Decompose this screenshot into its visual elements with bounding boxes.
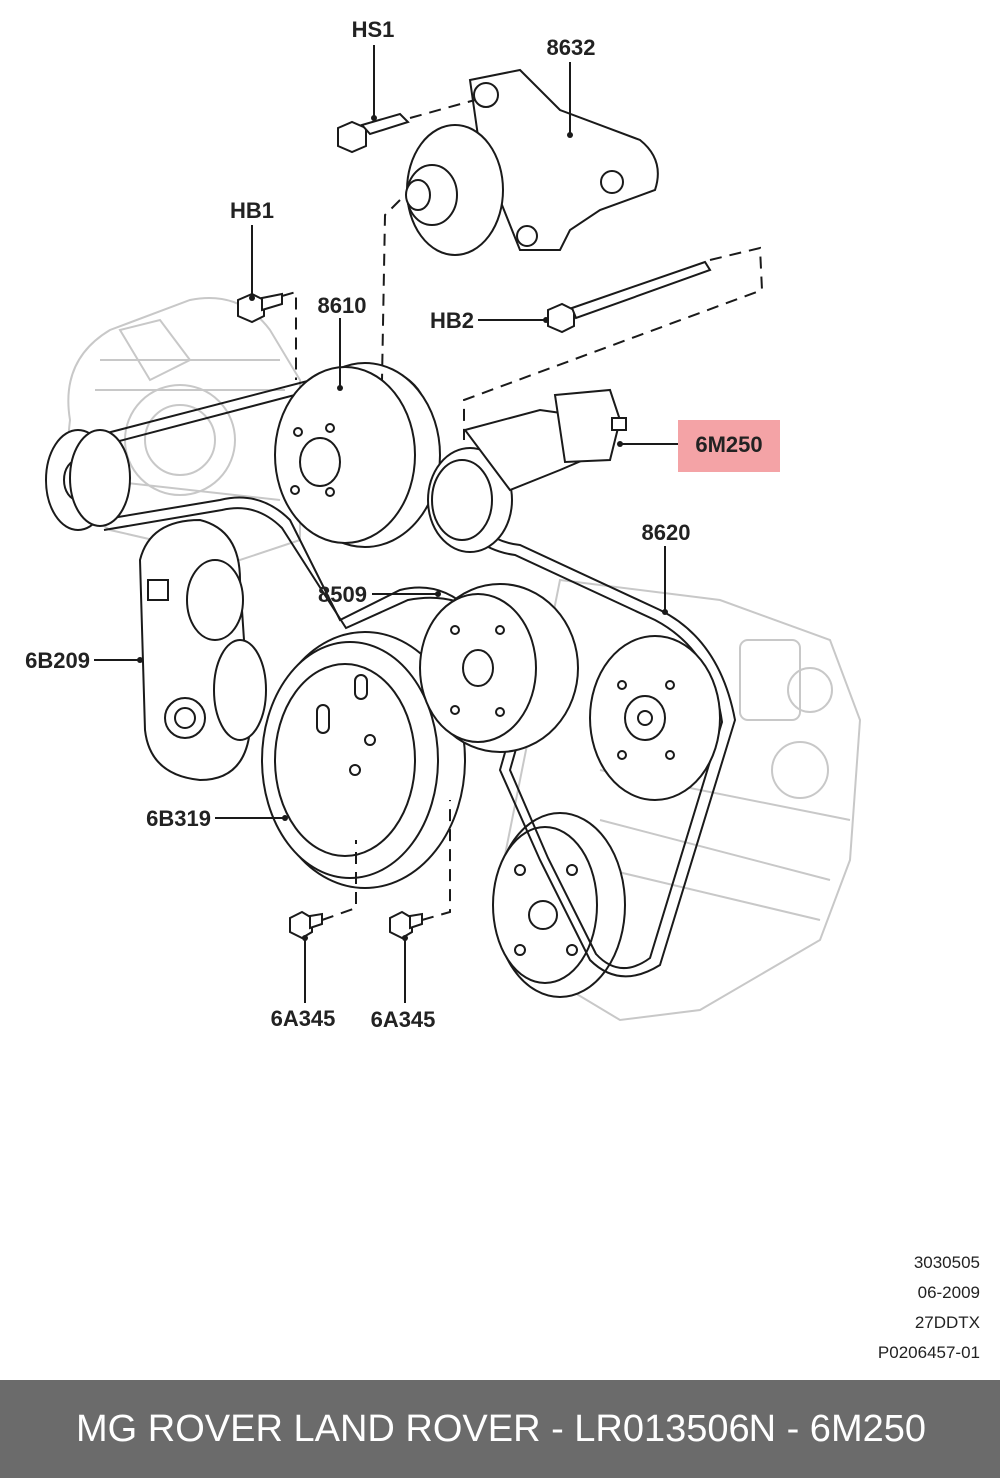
callout-6b319: 6B319 <box>146 806 211 831</box>
bolt-6a345-left <box>289 910 323 940</box>
footer-part-number: N - 6M250 <box>748 1407 926 1450</box>
crankshaft-pulley <box>261 631 466 889</box>
callout-8610: 8610 <box>318 293 367 318</box>
bolt-hb1 <box>237 292 283 324</box>
drawing-meta-line3: 27DDTX <box>914 1313 980 1332</box>
leader-dots <box>137 115 668 941</box>
idler-pulley-6m250 <box>427 388 627 553</box>
belt-drive-exploded-diagram: HS1 8632 HB1 8610 HB2 6M250 8620 8509 6B… <box>25 17 862 1032</box>
compressor-clutch-pulley <box>492 812 626 998</box>
callout-hs1: HS1 <box>352 17 395 42</box>
callout-6b209: 6B209 <box>25 648 90 673</box>
callout-6a345-right: 6A345 <box>371 1007 436 1032</box>
drawing-meta-line4: P0206457-01 <box>877 1343 980 1362</box>
alternator-pulley <box>45 429 131 531</box>
mounting-bracket-8632 <box>405 68 659 256</box>
callout-8620: 8620 <box>642 520 691 545</box>
idler-pulley-8509 <box>419 583 579 753</box>
callout-6m250: 6M250 <box>695 432 762 457</box>
water-pump-pulley-8610 <box>274 362 441 548</box>
compressor-pulley <box>589 635 721 801</box>
belt-tensioner-6b209 <box>138 518 267 782</box>
callout-6a345-left: 6A345 <box>271 1006 336 1031</box>
drawing-meta-line2: 06-2009 <box>917 1283 980 1302</box>
assembly-dashed-lines <box>281 99 764 921</box>
bolt-hb2 <box>547 260 712 334</box>
highlight-box <box>678 420 780 472</box>
footer-part-reference: MG ROVER LAND ROVER - LR013506 <box>76 1407 750 1450</box>
drawing-meta-line1: 3030505 <box>913 1253 980 1272</box>
callout-8509: 8509 <box>318 582 367 607</box>
bolt-6a345-right <box>389 910 423 940</box>
leader-lines <box>94 45 680 1003</box>
bolt-hs1 <box>337 112 410 154</box>
footer-bar: MG ROVER LAND ROVER - LR013506 N - 6M250 <box>0 1380 1000 1478</box>
callout-hb1: HB1 <box>230 198 274 223</box>
callout-8632: 8632 <box>547 35 596 60</box>
callout-hb2: HB2 <box>430 308 474 333</box>
